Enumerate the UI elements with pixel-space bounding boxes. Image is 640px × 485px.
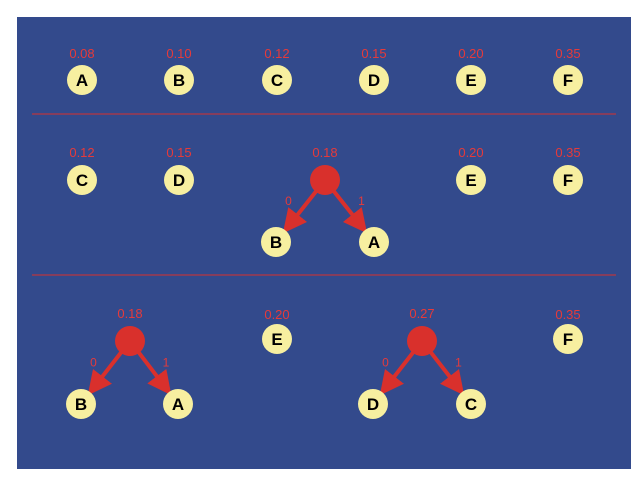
leaf-letter: F: [563, 171, 573, 190]
weight-label: 0.15: [361, 46, 386, 61]
edge-bit-label: 0: [285, 194, 292, 208]
merged-node: [310, 165, 340, 195]
edge-bit-label: 1: [358, 194, 365, 208]
tree-edge-arrow: [136, 350, 172, 396]
weight-label: 0.20: [458, 46, 483, 61]
leaf-node: [67, 165, 97, 195]
leaf-node: [164, 165, 194, 195]
edge-bit-label: 0: [90, 356, 97, 370]
merged-node: [115, 326, 145, 356]
weight-label: 0.20: [458, 145, 483, 160]
leaf-node: [553, 165, 583, 195]
edge-bit-label: 1: [455, 356, 462, 370]
leaf-letter: C: [465, 395, 477, 414]
leaf-letter: B: [270, 233, 282, 252]
leaf-node: [164, 65, 194, 95]
leaf-letter: F: [563, 330, 573, 349]
leaf-letter: E: [465, 71, 476, 90]
weight-label: 0.18: [312, 145, 337, 160]
weight-label: 0.12: [69, 145, 94, 160]
weight-label: 0.18: [117, 306, 142, 321]
leaf-node: [553, 65, 583, 95]
leaf-node: [359, 65, 389, 95]
tree-edge-arrow: [87, 350, 124, 396]
leaf-node: [163, 389, 193, 419]
weight-label: 0.35: [555, 145, 580, 160]
tree-edge-arrow: [282, 188, 319, 234]
leaf-letter: D: [367, 395, 379, 414]
weight-label: 0.20: [264, 307, 289, 322]
leaf-letter: A: [368, 233, 380, 252]
leaf-letter: C: [271, 71, 283, 90]
weight-label: 0.08: [69, 46, 94, 61]
weight-label: 0.27: [409, 306, 434, 321]
weight-label: 0.35: [555, 307, 580, 322]
weight-label: 0.10: [166, 46, 191, 61]
edge-bit-label: 0: [382, 356, 389, 370]
diagram-background: [17, 17, 631, 469]
leaf-letter: C: [76, 171, 88, 190]
weight-label: 0.12: [264, 46, 289, 61]
tree-edge-arrow: [331, 188, 368, 234]
leaf-node: [262, 324, 292, 354]
leaf-node: [261, 227, 291, 257]
leaf-node: [66, 389, 96, 419]
leaf-letter: B: [75, 395, 87, 414]
tree-edge-arrow: [379, 350, 416, 396]
leaf-node: [456, 65, 486, 95]
leaf-letter: A: [172, 395, 184, 414]
leaf-letter: F: [563, 71, 573, 90]
leaf-node: [262, 65, 292, 95]
edge-bit-label: 1: [163, 356, 170, 370]
leaf-letter: E: [465, 171, 476, 190]
weight-label: 0.15: [166, 145, 191, 160]
leaf-node: [67, 65, 97, 95]
weight-label: 0.35: [555, 46, 580, 61]
leaf-letter: D: [173, 171, 185, 190]
leaf-node: [358, 389, 388, 419]
leaf-node: [456, 165, 486, 195]
leaf-letter: B: [173, 71, 185, 90]
tree-edge-arrow: [428, 350, 465, 396]
leaf-node: [456, 389, 486, 419]
merged-node: [407, 326, 437, 356]
leaf-letter: E: [271, 330, 282, 349]
leaf-node: [359, 227, 389, 257]
leaf-node: [553, 324, 583, 354]
leaf-letter: A: [76, 71, 88, 90]
leaf-letter: D: [368, 71, 380, 90]
